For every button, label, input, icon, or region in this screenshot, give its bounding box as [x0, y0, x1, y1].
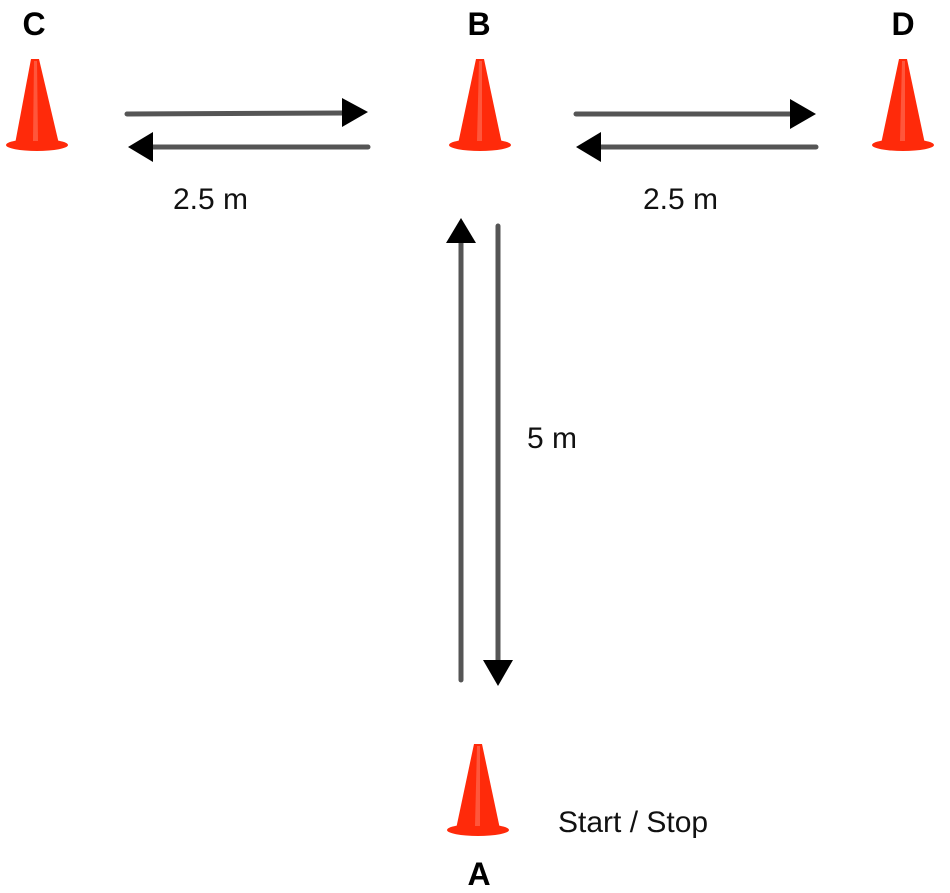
distance-label-vertical: 5 m	[527, 422, 578, 455]
cone-label-d: D	[891, 6, 915, 42]
cone-label-c: C	[22, 6, 46, 42]
arrow-b-to-d	[573, 99, 816, 129]
distance-label-right: 2.5 m	[643, 183, 719, 216]
start-stop-label: Start / Stop	[558, 806, 709, 839]
arrow-c-to-b	[124, 98, 368, 127]
cone-c-icon	[6, 59, 68, 151]
cone-b-icon	[449, 59, 511, 151]
distance-label-left: 2.5 m	[173, 183, 249, 216]
arrow-a-to-b	[446, 218, 476, 683]
arrow-b-to-c	[128, 132, 371, 162]
arrow-d-to-b	[576, 132, 819, 162]
arrow-b-to-a	[483, 223, 513, 686]
cone-d-icon	[872, 59, 934, 151]
cone-a-icon	[447, 744, 509, 836]
cone-label-a: A	[467, 856, 491, 892]
cone-label-b: B	[467, 6, 491, 42]
